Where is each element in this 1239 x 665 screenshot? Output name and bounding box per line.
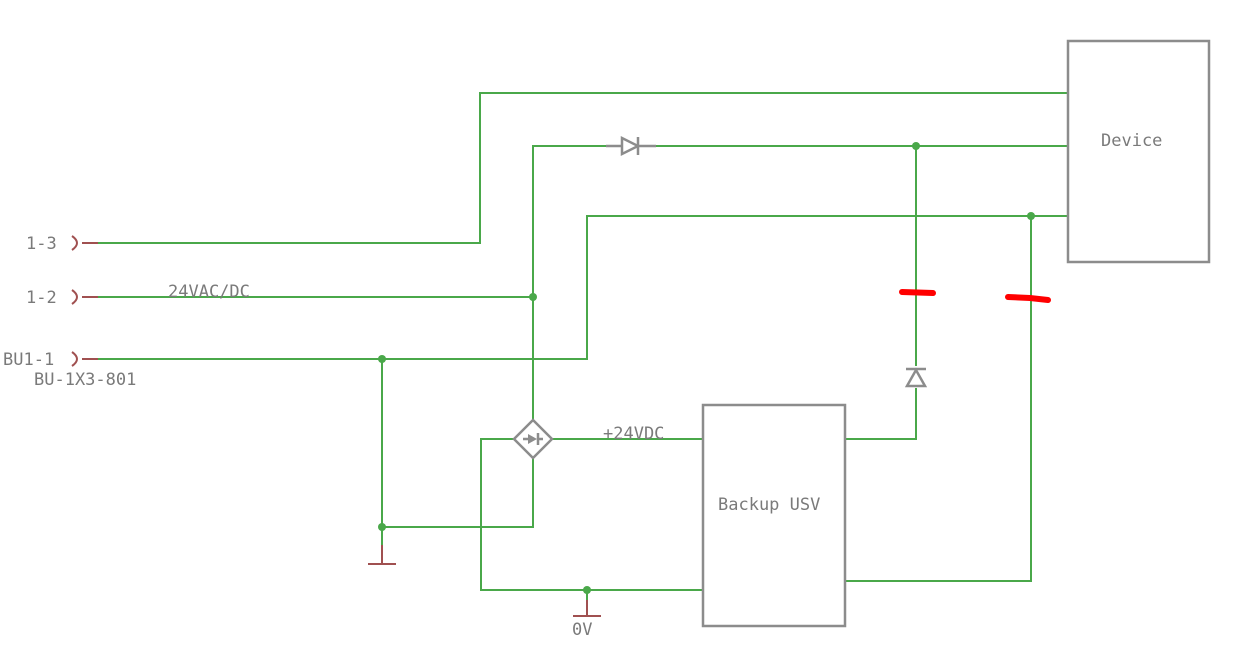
backup-block: Backup USV bbox=[701, 403, 847, 628]
ground-0v-icon bbox=[573, 600, 601, 617]
ground-symbol-0v bbox=[573, 600, 601, 617]
connector-bu1-1-icon bbox=[71, 351, 98, 367]
red-cut-mark-right bbox=[1005, 294, 1051, 303]
red-cut-mark-left bbox=[899, 289, 936, 296]
diode-backup-icon bbox=[904, 367, 928, 388]
net-label-ground: 0V bbox=[572, 620, 592, 640]
diode-supply-icon bbox=[620, 135, 641, 157]
net-label-supply-out: +24VDC bbox=[603, 424, 664, 444]
diode-backup bbox=[904, 367, 928, 388]
connector-bu1-1-part: BU-1X3-801 bbox=[34, 370, 136, 390]
diode-supply bbox=[606, 135, 656, 157]
connector-1-2-label: 1-2 bbox=[26, 288, 57, 308]
wire-1-3-to-device bbox=[98, 92, 1068, 244]
wire-supply-riser bbox=[532, 145, 606, 420]
wire-ground-to-rectifier bbox=[382, 458, 534, 528]
bridge-rectifier bbox=[512, 418, 554, 460]
device-block: Device bbox=[1066, 39, 1211, 264]
ground-left-icon bbox=[368, 545, 396, 565]
junction-return-device bbox=[1027, 212, 1035, 220]
wire-bu1-1-to-device bbox=[98, 215, 1068, 360]
connector-bu1-1-label: BU1-1 bbox=[3, 350, 54, 370]
junctions bbox=[378, 142, 1035, 594]
wire-backup-return bbox=[846, 216, 1032, 582]
junction-ground bbox=[378, 523, 386, 531]
connector-1-3: 1-3 bbox=[26, 234, 98, 254]
connector-1-2-icon bbox=[71, 289, 98, 305]
wire-rectifier-to-0v bbox=[480, 438, 703, 591]
junction-0v bbox=[583, 586, 591, 594]
wires bbox=[98, 92, 1068, 612]
connector-1-3-icon bbox=[71, 235, 98, 251]
junction-bu1-1 bbox=[378, 355, 386, 363]
net-label-supply-in: 24VAC/DC bbox=[168, 282, 250, 302]
bridge-rectifier-icon bbox=[512, 418, 554, 460]
backup-label: Backup USV bbox=[718, 495, 820, 515]
junction-diode-device bbox=[912, 142, 920, 150]
connector-bu1-1: BU1-1 BU-1X3-801 bbox=[3, 350, 136, 390]
connector-1-3-label: 1-3 bbox=[26, 234, 57, 254]
device-label: Device bbox=[1101, 131, 1162, 151]
device-box bbox=[1066, 39, 1211, 264]
ground-symbol-left bbox=[368, 545, 396, 565]
annotations bbox=[899, 289, 1051, 303]
wire-backup-out-to-diode bbox=[846, 388, 917, 440]
connector-1-2: 1-2 bbox=[26, 288, 98, 308]
junction-1-2 bbox=[529, 293, 537, 301]
backup-box bbox=[701, 403, 847, 628]
